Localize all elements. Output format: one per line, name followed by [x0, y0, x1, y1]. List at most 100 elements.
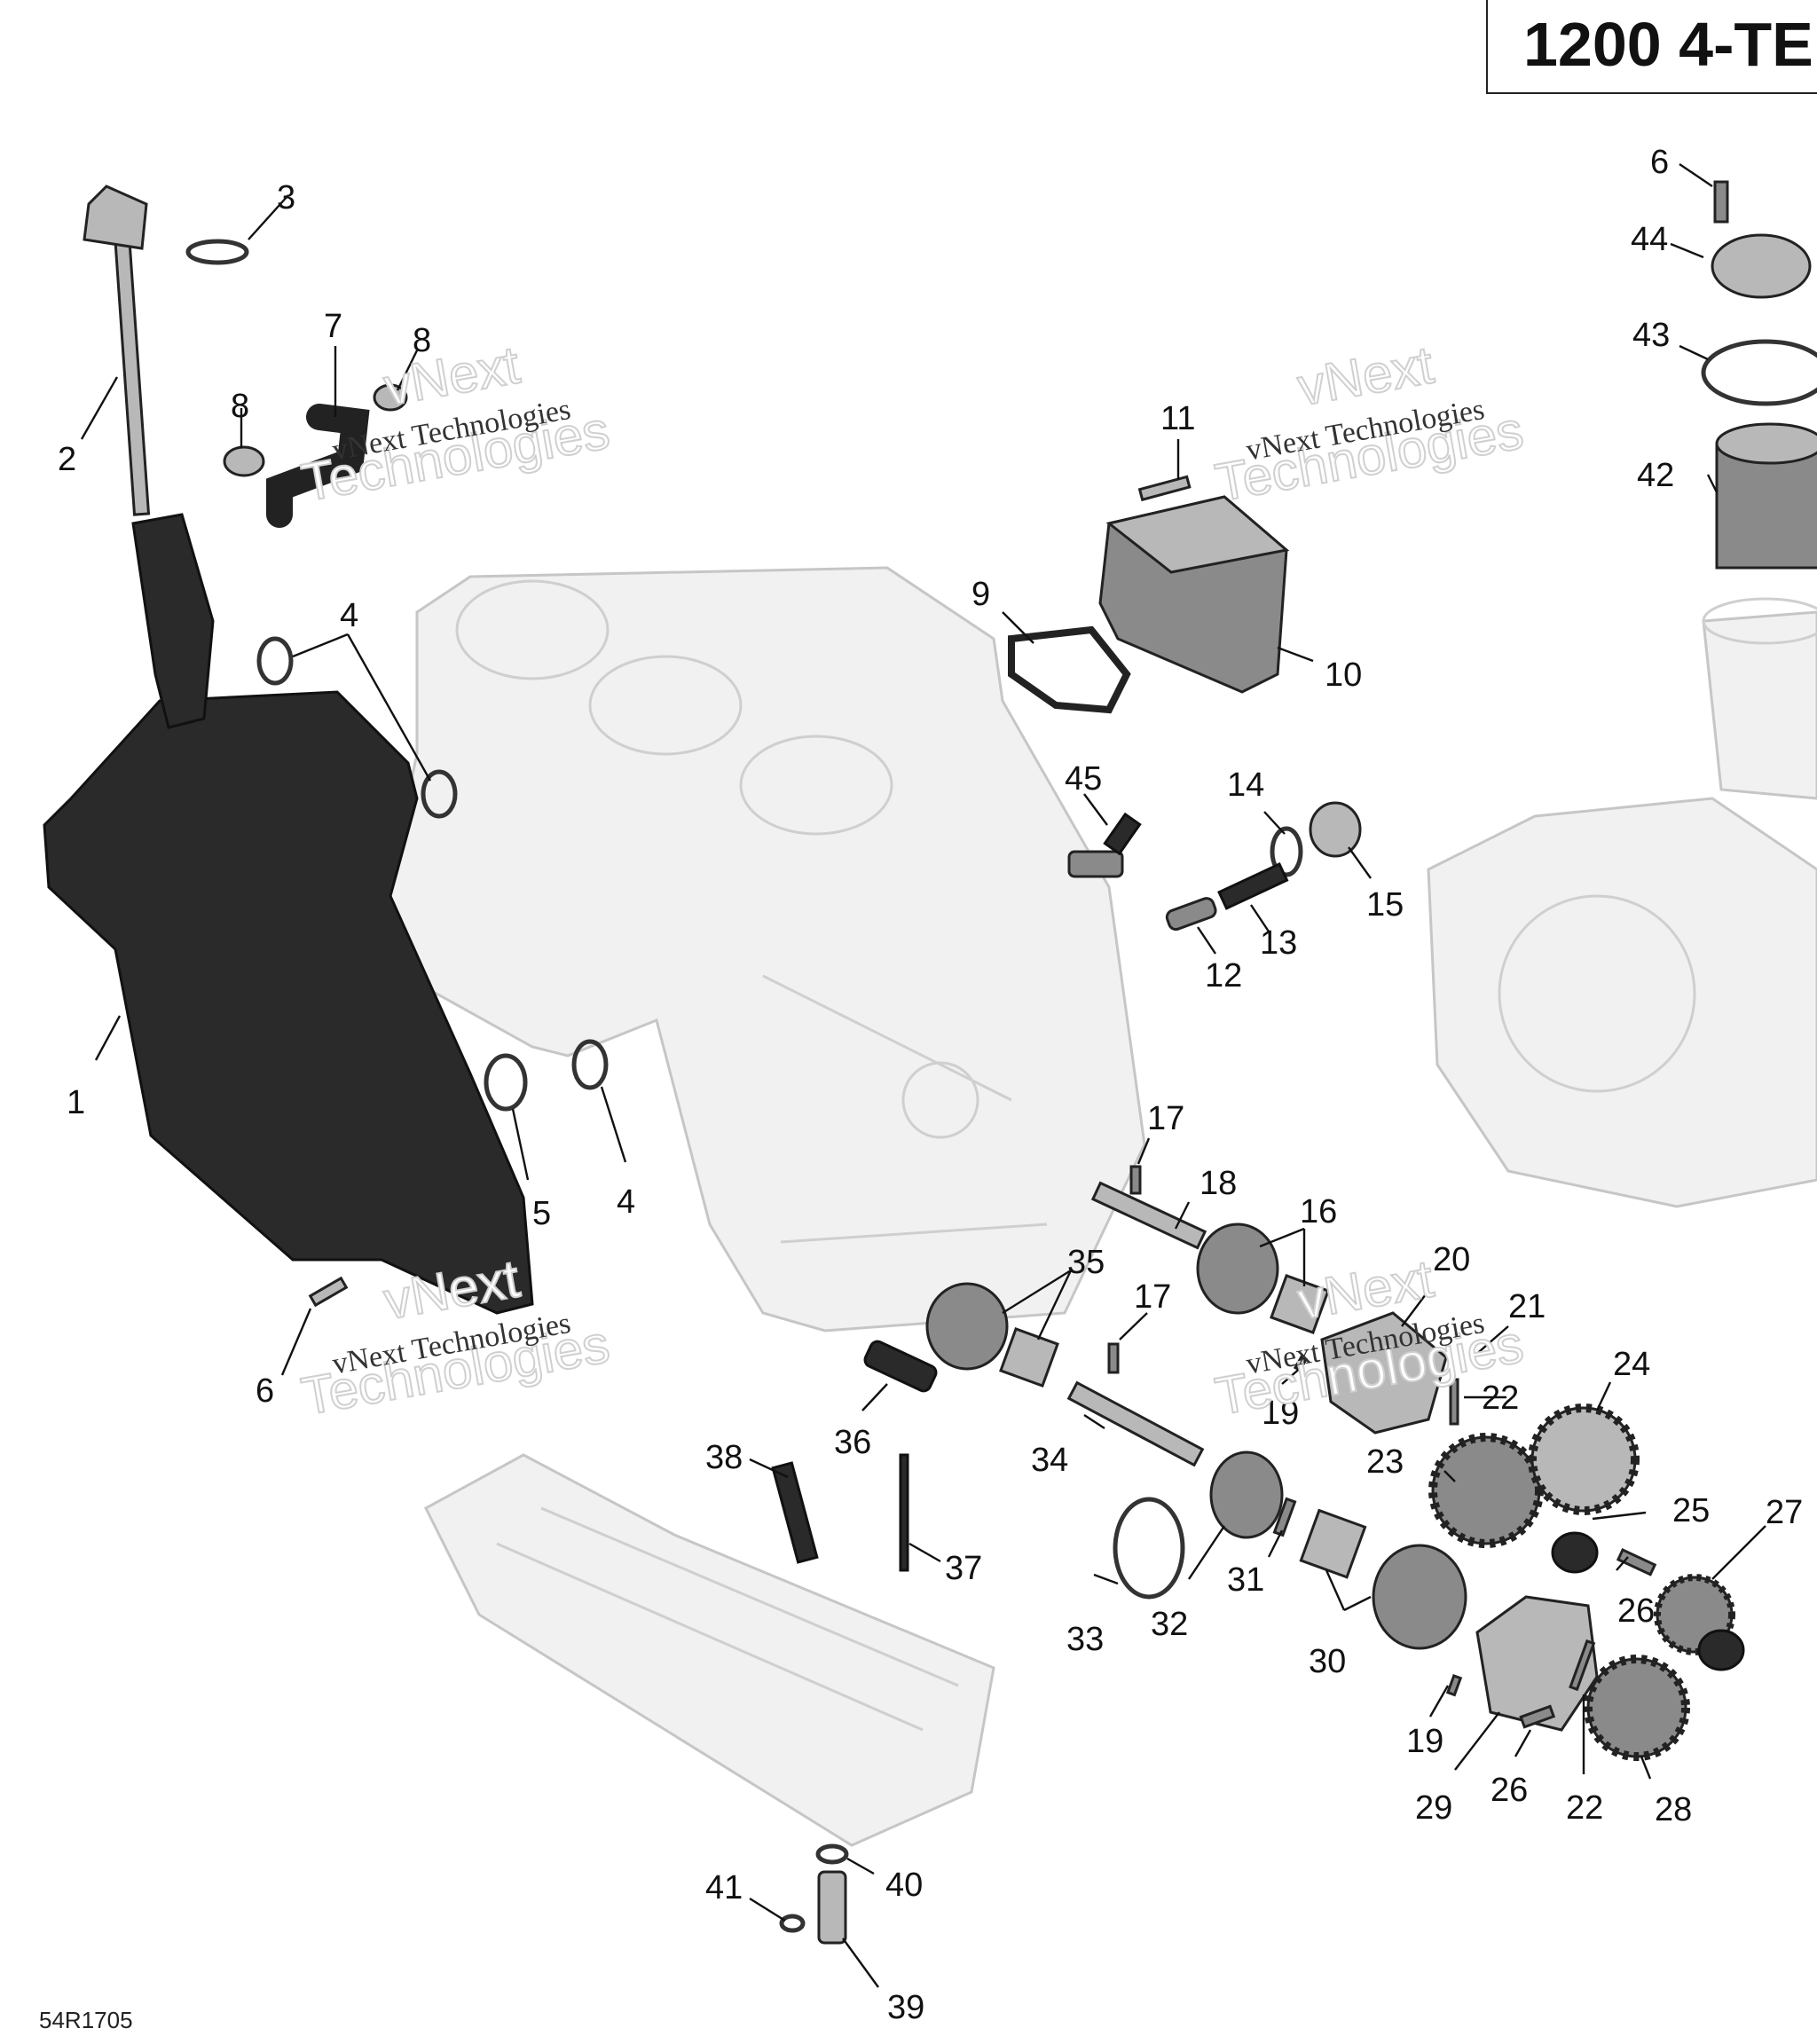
oil-pan-ghost [424, 1453, 995, 1847]
callout-24: 24 [1613, 1346, 1650, 1383]
callout-43: 43 [1632, 317, 1670, 354]
callout-7: 7 [324, 308, 342, 345]
o-ring-14 [1270, 826, 1303, 877]
clamp-8a [223, 445, 265, 477]
dipstick [83, 185, 151, 516]
callout-18: 18 [1200, 1165, 1237, 1202]
gear-24 [1528, 1403, 1640, 1515]
o-ring-43 [1701, 339, 1817, 406]
bolt-6b [1713, 180, 1729, 224]
callout-17b: 17 [1134, 1278, 1171, 1316]
pump-rotor-16 [1196, 1222, 1330, 1334]
callout-32: 32 [1151, 1606, 1188, 1643]
pin-31 [1272, 1497, 1297, 1537]
callout-14: 14 [1227, 766, 1264, 804]
callout-26a: 26 [1617, 1592, 1655, 1630]
washer-40 [815, 1844, 849, 1865]
callout-35: 35 [1067, 1244, 1105, 1281]
pump-housing-20 [1320, 1311, 1448, 1435]
callout-8b: 8 [413, 322, 431, 359]
callout-8a: 8 [231, 388, 249, 425]
callout-38: 38 [705, 1439, 743, 1476]
callout-40: 40 [885, 1867, 923, 1904]
oil-filter-42 [1715, 422, 1817, 570]
callout-42: 42 [1637, 457, 1674, 494]
callout-3: 3 [277, 179, 295, 216]
gasket-9 [1008, 625, 1131, 714]
dipstick-37 [899, 1453, 909, 1572]
callout-9: 9 [971, 576, 990, 613]
shaft-34 [1066, 1380, 1205, 1467]
o-ring-5 [484, 1053, 528, 1112]
callout-23: 23 [1366, 1443, 1404, 1481]
callout-25: 25 [1672, 1492, 1710, 1529]
pin-19a [1293, 1355, 1309, 1372]
callout-15: 15 [1366, 886, 1404, 924]
o-ring-4b [421, 769, 458, 819]
pin-17b [1107, 1342, 1120, 1374]
callout-41: 41 [705, 1869, 743, 1906]
o-ring-3 [185, 239, 249, 265]
o-ring-4c [571, 1039, 609, 1090]
spring-13 [1217, 862, 1289, 910]
gear-28 [1584, 1655, 1690, 1761]
diagram-reference-code: 54R1705 [39, 2007, 133, 2033]
valve-12 [1165, 897, 1217, 932]
bearing-right [1697, 1629, 1745, 1671]
bolt-11 [1137, 475, 1192, 502]
callout-37: 37 [945, 1550, 982, 1587]
callout-2: 2 [58, 441, 76, 478]
callout-39: 39 [887, 1989, 924, 2026]
pump-rotor-32 [1209, 1450, 1284, 1539]
pin-17a [1129, 1165, 1142, 1195]
oil-cooler-10 [1098, 495, 1290, 694]
clamp-8b [373, 383, 408, 412]
callout-33: 33 [1066, 1621, 1104, 1658]
sensor-45 [1067, 812, 1142, 878]
pump-rotor-30 [1299, 1508, 1467, 1650]
bolt-6a [308, 1276, 349, 1308]
callout-26b: 26 [1491, 1772, 1528, 1809]
callout-12: 12 [1205, 957, 1242, 994]
callout-31: 31 [1227, 1561, 1264, 1599]
callout-44: 44 [1631, 221, 1668, 258]
callout-17a: 17 [1147, 1100, 1184, 1137]
callout-13: 13 [1260, 924, 1297, 962]
o-ring-33 [1113, 1497, 1185, 1600]
hose-7 [266, 404, 370, 528]
callout-22b: 22 [1566, 1789, 1603, 1827]
leader-lines [80, 163, 1766, 1988]
plug-15 [1309, 801, 1362, 858]
callout-20: 20 [1433, 1241, 1470, 1278]
callout-10: 10 [1325, 656, 1362, 694]
callout-45: 45 [1065, 760, 1102, 798]
callout-16: 16 [1300, 1193, 1337, 1230]
crankcase-cover-ghost [1427, 597, 1817, 1208]
cap-44 [1711, 233, 1812, 299]
callout-4b: 4 [617, 1183, 635, 1221]
callout-5: 5 [532, 1195, 551, 1232]
bearing-25 [1551, 1531, 1599, 1574]
callout-36: 36 [834, 1424, 871, 1461]
gasket-38 [771, 1461, 819, 1564]
callout-19a: 19 [1262, 1395, 1299, 1432]
callout-22a: 22 [1482, 1380, 1519, 1417]
o-ring-4a [256, 636, 294, 686]
callout-27: 27 [1766, 1494, 1803, 1531]
callout-28: 28 [1655, 1791, 1692, 1828]
callout-34: 34 [1031, 1442, 1068, 1479]
callout-6b: 6 [1650, 144, 1669, 181]
callout-30: 30 [1309, 1643, 1346, 1680]
watermark-bottom-left: vNext Technologies vNext Technologies [296, 1247, 615, 1427]
bolt-26a [1616, 1548, 1657, 1576]
callout-11: 11 [1160, 400, 1195, 437]
oil-tank [43, 513, 534, 1315]
engine-block-ghost [371, 566, 1146, 1333]
watermark-top-right: vNext Technologies vNext Technologies [1210, 334, 1529, 513]
pin-22b [1569, 1639, 1596, 1692]
model-title: 1200 4-TE [1523, 10, 1813, 79]
gear-23 [1428, 1433, 1544, 1548]
fitting-36 [863, 1340, 938, 1393]
dowel-22a [1449, 1378, 1459, 1426]
